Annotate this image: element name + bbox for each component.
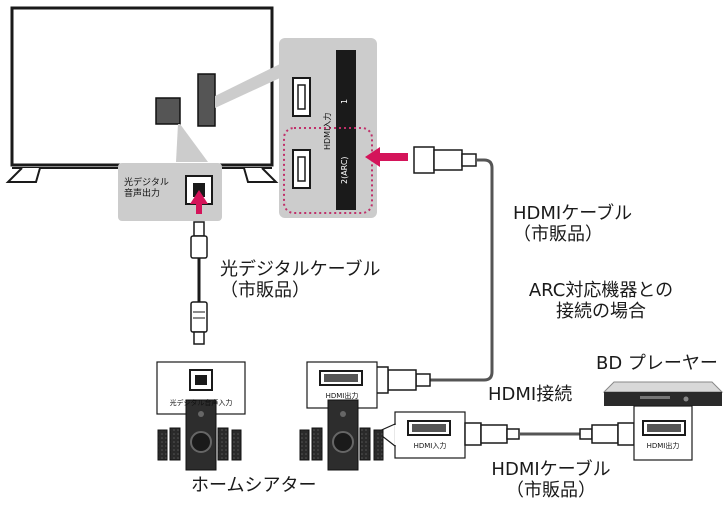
bd-player-label: BD プレーヤー — [596, 353, 718, 374]
hdmi-connection-label: HDMI接続 — [488, 384, 573, 405]
hdmi-cable-bottom — [464, 422, 635, 446]
bd-player — [602, 381, 724, 461]
speaker-set-optical — [157, 399, 242, 471]
tv-optical-label: 光デジタル 音声出力 — [124, 178, 169, 200]
optical-cable-label: 光デジタルケーブル （市販品） — [220, 259, 381, 301]
hdmi-panel — [279, 38, 377, 218]
arc-note: ARC対応機器との 接続の場合 — [528, 280, 674, 322]
hdmi-callout-wedge — [215, 64, 280, 108]
hdmi-cable-bottom-label: HDMIケーブル （市販品） — [491, 459, 611, 501]
bd-hdmi-out-label: HDMI出力 — [646, 442, 680, 450]
tv — [5, 6, 279, 183]
speaker-set-hdmi — [299, 399, 384, 471]
theater-panels — [156, 361, 466, 459]
hdmi-port2-label: 2(ARC) — [340, 156, 349, 184]
hdmi-cable-top — [369, 146, 494, 394]
hdmi-port1-label: 1 — [340, 98, 349, 104]
hdmi-in-title: HDMI入力 — [323, 112, 332, 150]
home-theater-label: ホームシアター — [191, 475, 317, 496]
theater-optical-in-label: 光デジタル音声入力 — [169, 399, 233, 407]
optical-callout-wedge — [176, 124, 208, 162]
theater-hdmi-out-label: HDMI出力 — [325, 392, 359, 400]
insert-arrows — [190, 147, 408, 214]
theater-hdmi-in-label: HDMI入力 — [413, 442, 447, 450]
optical-cable — [190, 221, 208, 345]
hdmi-cable-top-label: HDMIケーブル （市販品） — [513, 203, 633, 245]
